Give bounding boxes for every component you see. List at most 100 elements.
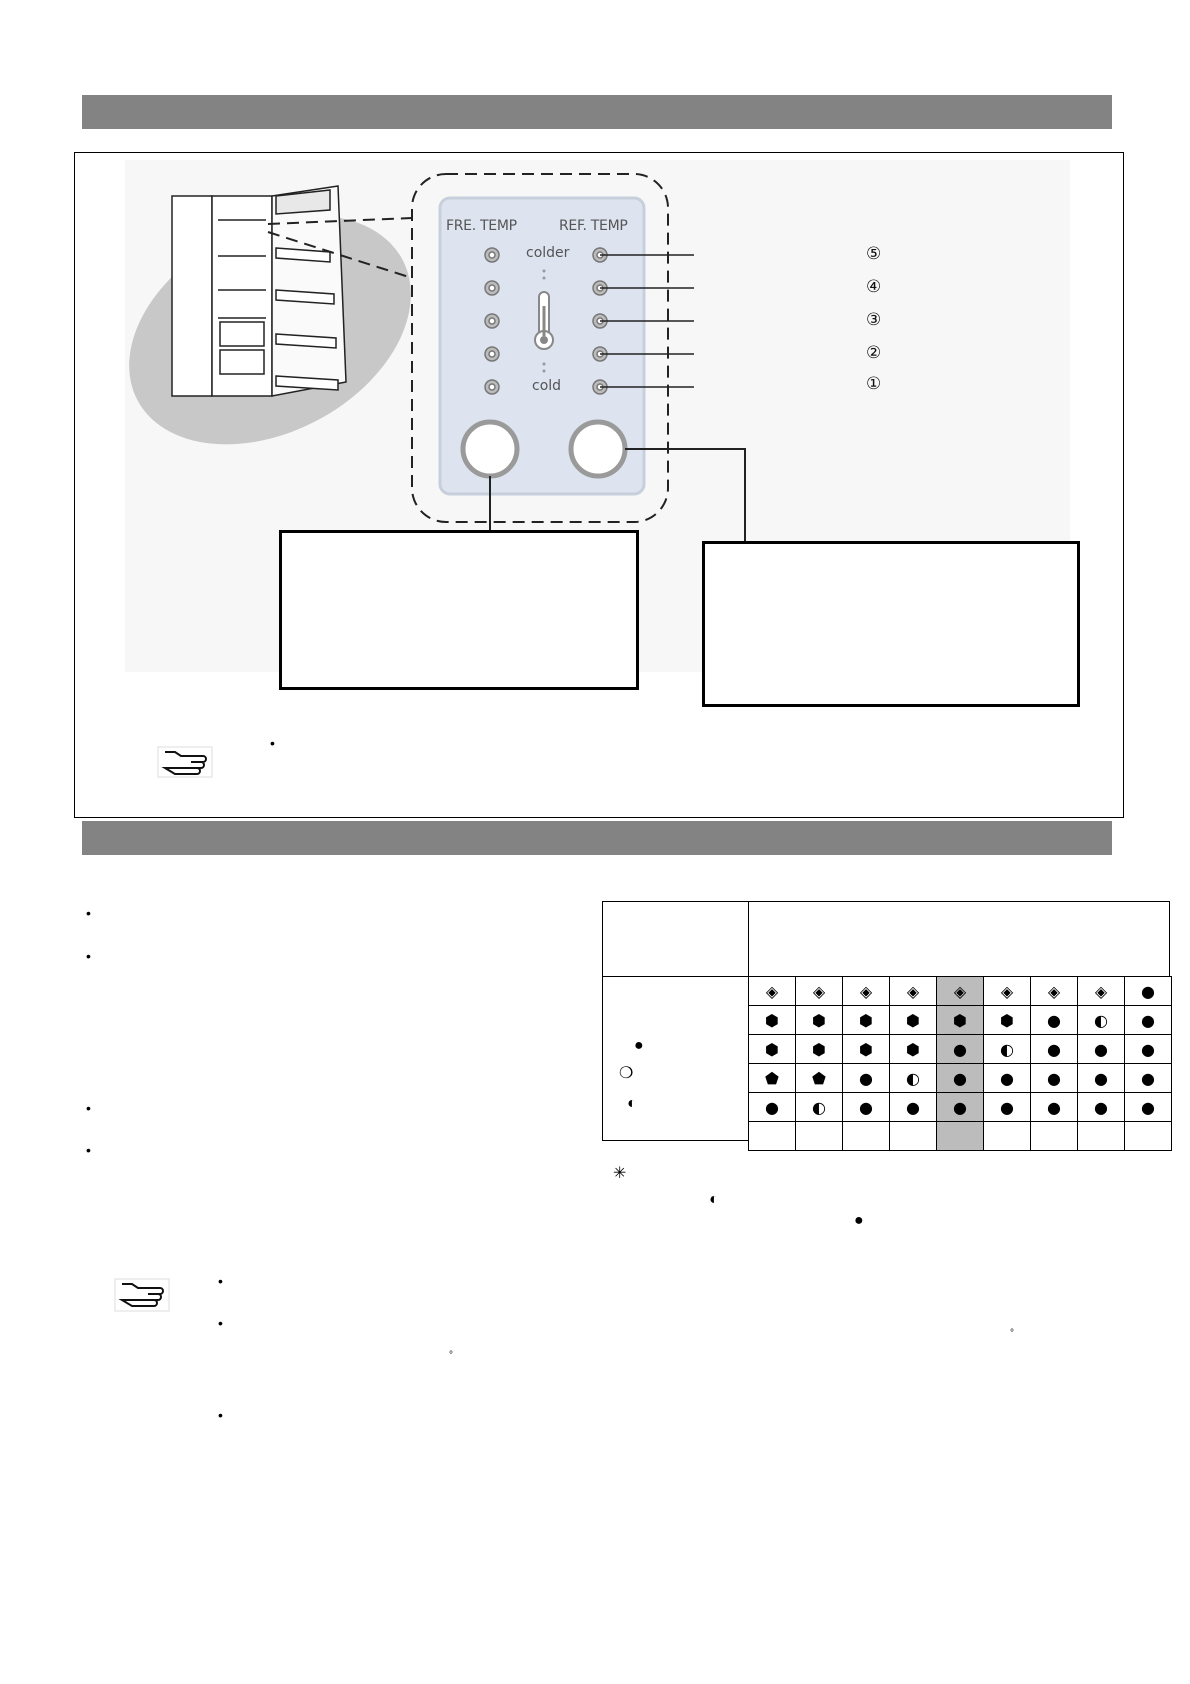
pointing-hand-icon bbox=[157, 746, 213, 778]
setting-table: ◈◈◈◈◈◈◈◈●⬢⬢⬢⬢⬢⬢●◐●⬢⬢⬢⬢●◐●●●⬟⬟●◐●●●●●●◐●●… bbox=[748, 976, 1172, 1151]
table-row: ◈◈◈◈◈◈◈◈● bbox=[748, 976, 1172, 1006]
callout-dash-lower bbox=[267, 231, 413, 279]
table-header-right bbox=[748, 901, 1170, 977]
level-mark-1: ① bbox=[866, 374, 882, 394]
table-cell: ⬟ bbox=[795, 1063, 843, 1093]
table-cell: ● bbox=[842, 1063, 890, 1093]
table-cell: ● bbox=[842, 1092, 890, 1122]
level-mark-4: ④ bbox=[866, 277, 882, 297]
table-cell: ◈ bbox=[1030, 976, 1078, 1006]
table-legend-cell bbox=[602, 977, 749, 1141]
table-cell: ⬢ bbox=[983, 1005, 1031, 1035]
table-cell: ● bbox=[1077, 1034, 1125, 1064]
table-cell: ◈ bbox=[1077, 976, 1125, 1006]
fridge-button bbox=[568, 419, 628, 479]
left-bullet-2: • bbox=[86, 948, 91, 964]
table-row: ●◐●●●●●●● bbox=[748, 1092, 1172, 1122]
table-cell: ⬢ bbox=[842, 1034, 890, 1064]
table-cell: ● bbox=[1077, 1063, 1125, 1093]
legend-full-symbol: ● bbox=[634, 1037, 644, 1054]
section-header-bar-top bbox=[82, 95, 1112, 129]
table-cell: ◐ bbox=[983, 1034, 1031, 1064]
left-bullet-4: • bbox=[86, 1142, 91, 1158]
legend-empty-symbol: ❍ bbox=[619, 1065, 634, 1082]
table-cell: ● bbox=[1124, 976, 1172, 1006]
footnote-asterisk: ✳ bbox=[613, 1165, 627, 1182]
table-cell: ● bbox=[936, 1034, 984, 1064]
level-leader-lines bbox=[600, 254, 694, 388]
callout-dash-upper bbox=[267, 217, 413, 225]
freezer-leds bbox=[484, 247, 500, 395]
table-cell: ● bbox=[1030, 1005, 1078, 1035]
left-bullet-1: • bbox=[86, 905, 91, 921]
fridge-button-connector bbox=[625, 448, 746, 542]
control-panel-illustration bbox=[129, 173, 746, 542]
left-bullet-3: • bbox=[86, 1100, 91, 1116]
table-cell: ⬟ bbox=[748, 1063, 796, 1093]
table-cell: ⬢ bbox=[842, 1005, 890, 1035]
table-cell: ● bbox=[1077, 1092, 1125, 1122]
fridge-temp-label: REF. TEMP bbox=[559, 218, 628, 234]
table-cell bbox=[1077, 1121, 1125, 1151]
degree-mark-2: ° bbox=[449, 1350, 453, 1361]
table-cell: ⬢ bbox=[795, 1034, 843, 1064]
table-cell: ● bbox=[1030, 1034, 1078, 1064]
table-cell: ◈ bbox=[983, 976, 1031, 1006]
fridge-leds bbox=[592, 247, 608, 395]
thermometer-icon bbox=[534, 269, 554, 373]
table-cell: ◐ bbox=[795, 1092, 843, 1122]
table-cell: ◐ bbox=[889, 1063, 937, 1093]
table-cell bbox=[842, 1121, 890, 1151]
table-cell: ⬢ bbox=[889, 1034, 937, 1064]
fridge-callout-box bbox=[702, 541, 1080, 707]
table-cell: ● bbox=[1124, 1005, 1172, 1035]
table-row: ⬟⬟●◐●●●●● bbox=[748, 1063, 1172, 1093]
table-cell: ◈ bbox=[889, 976, 937, 1006]
table-cell: ◈ bbox=[748, 976, 796, 1006]
note-bullet-3: • bbox=[218, 1407, 223, 1423]
note-bullet-1: • bbox=[218, 1273, 223, 1289]
table-cell: ● bbox=[1124, 1034, 1172, 1064]
colder-label: colder bbox=[526, 245, 570, 261]
table-cell: ● bbox=[1030, 1063, 1078, 1093]
table-cell: ◈ bbox=[842, 976, 890, 1006]
note-bullet-2: • bbox=[218, 1315, 223, 1331]
refrigerator-icon bbox=[171, 185, 347, 397]
table-cell: ⬢ bbox=[795, 1005, 843, 1035]
table-cell: ◈ bbox=[936, 976, 984, 1006]
table-cell bbox=[936, 1121, 984, 1151]
table-cell bbox=[1030, 1121, 1078, 1151]
table-cell: ⬢ bbox=[748, 1034, 796, 1064]
table-cell: ● bbox=[983, 1063, 1031, 1093]
table-cell: ● bbox=[1124, 1092, 1172, 1122]
footnote-half-symbol: ◐ bbox=[709, 1191, 719, 1208]
degree-mark-1: ° bbox=[1010, 1328, 1014, 1339]
section-header-bar-bottom bbox=[82, 821, 1112, 855]
freezer-temp-label: FRE. TEMP bbox=[446, 218, 517, 234]
control-panel-frame bbox=[74, 152, 1124, 818]
table-row: ⬢⬢⬢⬢⬢⬢●◐● bbox=[748, 1005, 1172, 1035]
table-cell: ◈ bbox=[795, 976, 843, 1006]
table-cell: ● bbox=[748, 1092, 796, 1122]
table-cell: ⬢ bbox=[748, 1005, 796, 1035]
note-bullet: • bbox=[270, 735, 275, 751]
table-cell: ● bbox=[936, 1063, 984, 1093]
table-cell bbox=[1124, 1121, 1172, 1151]
table-cell bbox=[748, 1121, 796, 1151]
table-row bbox=[748, 1121, 1172, 1151]
table-cell: ● bbox=[1124, 1063, 1172, 1093]
cold-label: cold bbox=[532, 378, 562, 394]
level-mark-3: ③ bbox=[866, 310, 882, 330]
panel-dashed-outline bbox=[411, 173, 669, 523]
table-cell bbox=[983, 1121, 1031, 1151]
level-mark-5: ⑤ bbox=[866, 244, 882, 264]
table-cell: ⬢ bbox=[889, 1005, 937, 1035]
table-header-left bbox=[602, 901, 748, 977]
table-row: ⬢⬢⬢⬢●◐●●● bbox=[748, 1034, 1172, 1064]
freezer-callout-box bbox=[279, 530, 639, 690]
table-cell: ● bbox=[889, 1092, 937, 1122]
footnote-full-symbol: ● bbox=[854, 1212, 864, 1229]
table-cell: ● bbox=[1030, 1092, 1078, 1122]
level-mark-2: ② bbox=[866, 343, 882, 363]
table-cell bbox=[795, 1121, 843, 1151]
